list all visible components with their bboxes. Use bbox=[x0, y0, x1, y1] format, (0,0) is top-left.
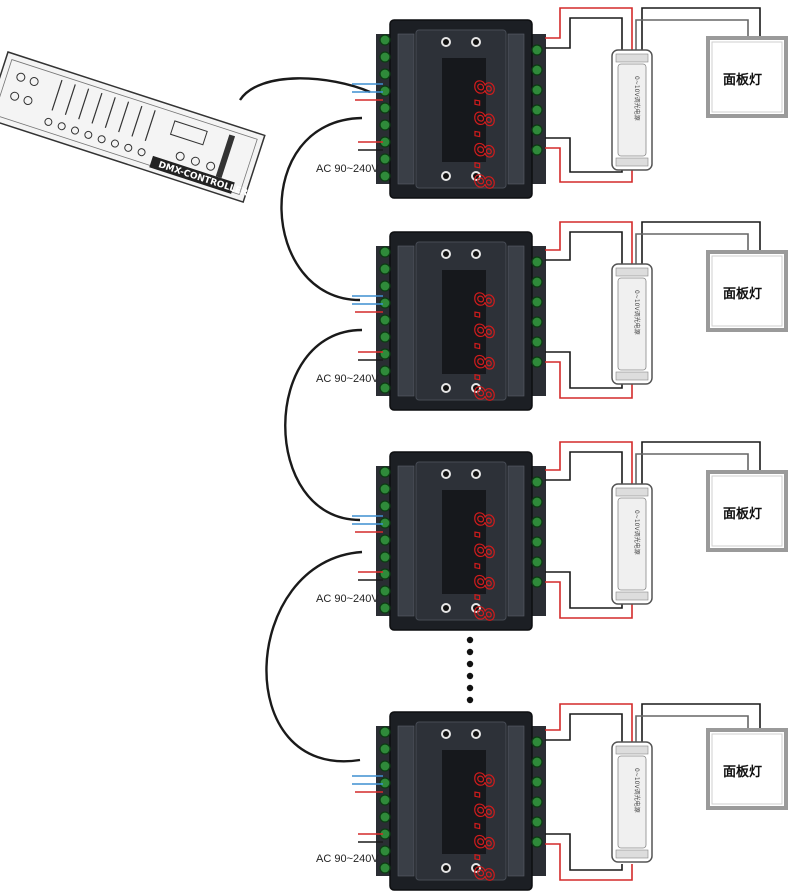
dimming-driver-1 bbox=[611, 49, 653, 171]
dimmer-unit-2: 8.8.8.8 AC 90~240V 0~10V调光电源 面板灯 bbox=[316, 221, 788, 411]
dmx-console: DMX-CONTROLLER bbox=[0, 51, 266, 203]
driver-label-1: 0~10V调光电源 bbox=[633, 76, 641, 121]
continuation-dots bbox=[466, 636, 474, 704]
panel-light-label-1: 面板灯 bbox=[723, 72, 762, 88]
module-display-4: 8.8.8.8 bbox=[468, 772, 498, 882]
dimmer-module-3 bbox=[375, 451, 547, 631]
dimmer-module-4 bbox=[375, 711, 547, 891]
dimmer-module-2 bbox=[375, 231, 547, 411]
ac-input-label-3: AC 90~240V bbox=[316, 593, 379, 605]
panel-light-label-2: 面板灯 bbox=[723, 286, 762, 302]
console-knob-row bbox=[10, 72, 216, 171]
dimmer-unit-3: 8.8.8.8 AC 90~240V 0~10V调光电源 面板灯 bbox=[316, 441, 788, 631]
module-display-2: 8.8.8.8 bbox=[468, 292, 498, 402]
ac-input-label-4: AC 90~240V bbox=[316, 853, 379, 865]
console-fader-row bbox=[51, 79, 156, 141]
dimmer-unit-1: 8.8.8.8 AC 90~240V 0~10V调光电源 面板灯 bbox=[316, 7, 788, 199]
module-display-3: 8.8.8.8 bbox=[468, 512, 498, 622]
driver-label-2: 0~10V调光电源 bbox=[633, 290, 641, 335]
dmx-chain-wires bbox=[239, 77, 371, 763]
dimming-driver-4 bbox=[611, 741, 653, 863]
driver-label-3: 0~10V调光电源 bbox=[633, 510, 641, 555]
module-display-1: 8.8.8.8 bbox=[468, 80, 498, 190]
dimmer-unit-4: 8.8.8.8 AC 90~240V 0~10V调光电源 面板灯 bbox=[316, 703, 788, 891]
panel-light-label-4: 面板灯 bbox=[723, 764, 762, 780]
console-master-fader bbox=[215, 134, 236, 179]
dimming-driver-3 bbox=[611, 483, 653, 605]
console-screen bbox=[169, 120, 208, 146]
ac-input-label-2: AC 90~240V bbox=[316, 373, 379, 385]
ac-input-label-1: AC 90~240V bbox=[316, 163, 379, 175]
dimming-driver-2 bbox=[611, 263, 653, 385]
driver-label-4: 0~10V调光电源 bbox=[633, 768, 641, 813]
panel-light-label-3: 面板灯 bbox=[723, 506, 762, 522]
dimmer-module-1 bbox=[375, 19, 547, 199]
